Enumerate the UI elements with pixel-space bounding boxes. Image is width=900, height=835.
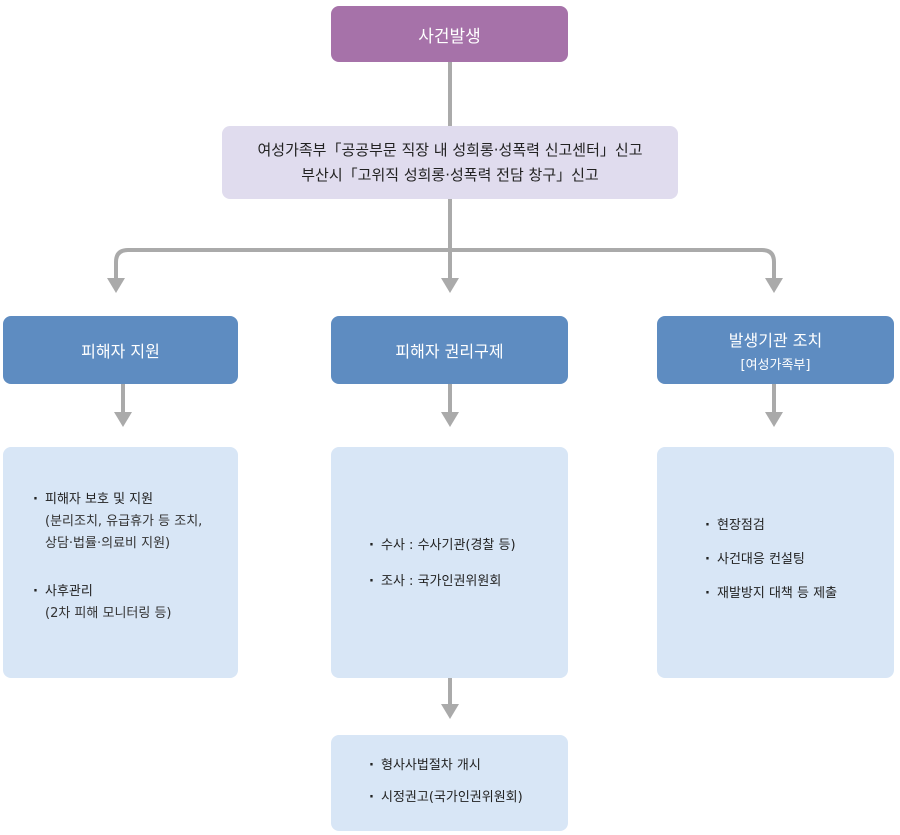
- list-item: 피해자 보호 및 지원 (분리조치, 유급휴가 등 조치, 상담·법률·의료비 …: [33, 489, 202, 555]
- victim-rights-title: 피해자 권리구제: [395, 342, 504, 361]
- list-item: 사건대응 컨설팅: [705, 549, 837, 571]
- list-item: 사후관리 (2차 피해 모니터링 등): [33, 581, 202, 625]
- list-item: 조사 : 국가인권위원회: [369, 571, 516, 593]
- victim-support-header: 피해자 지원: [3, 316, 238, 384]
- report-line-2: 부산시「고위직 성희롱·성폭력 전담 창구」신고: [301, 165, 599, 184]
- report-box: 여성가족부「공공부문 직장 내 성희롱·성폭력 신고센터」신고 부산시「고위직 …: [222, 126, 678, 199]
- agency-action-subtitle: [여성가족부]: [740, 358, 811, 373]
- victim-support-box: 피해자 보호 및 지원 (분리조치, 유급휴가 등 조치, 상담·법률·의료비 …: [3, 447, 238, 678]
- list-item: 시정권고(국가인권위원회): [369, 787, 523, 809]
- victim-rights-list: 수사 : 수사기관(경찰 등) 조사 : 국가인권위원회: [369, 535, 516, 593]
- agency-action-list: 현장점검 사건대응 컨설팅 재발방지 대책 등 제출: [705, 515, 837, 605]
- followup-list: 형사사법절차 개시 시정권고(국가인권위원회): [369, 755, 523, 809]
- incident-label: 사건발생: [418, 26, 481, 47]
- agency-action-title: 발생기관 조치: [728, 331, 823, 350]
- victim-rights-header: 피해자 권리구제: [331, 316, 568, 384]
- victim-support-title: 피해자 지원: [81, 342, 160, 361]
- report-line-1: 여성가족부「공공부문 직장 내 성희롱·성폭력 신고센터」신고: [257, 140, 643, 159]
- followup-box: 형사사법절차 개시 시정권고(국가인권위원회): [331, 735, 568, 831]
- list-item: 수사 : 수사기관(경찰 등): [369, 535, 516, 557]
- victim-rights-box: 수사 : 수사기관(경찰 등) 조사 : 국가인권위원회: [331, 447, 568, 678]
- list-item: 형사사법절차 개시: [369, 755, 523, 777]
- list-item: 현장점검: [705, 515, 837, 537]
- victim-support-list: 피해자 보호 및 지원 (분리조치, 유급휴가 등 조치, 상담·법률·의료비 …: [33, 489, 202, 625]
- list-item: 재발방지 대책 등 제출: [705, 583, 837, 605]
- agency-action-box: 현장점검 사건대응 컨설팅 재발방지 대책 등 제출: [657, 447, 894, 678]
- agency-action-header: 발생기관 조치 [여성가족부]: [657, 316, 894, 384]
- incident-box: 사건발생: [331, 6, 568, 62]
